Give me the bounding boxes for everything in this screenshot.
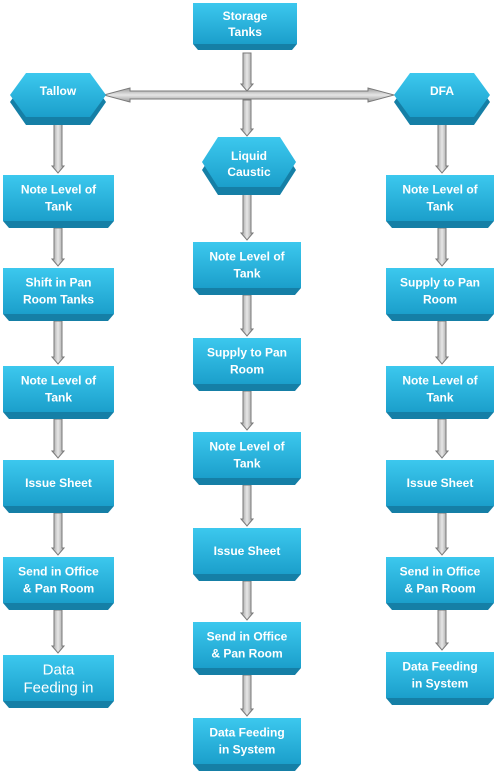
- dfa-step-1: Note Level of Tank: [386, 175, 494, 228]
- dfa-step-5: Send in Office & Pan Room: [386, 557, 494, 610]
- dfa-step-3-label-1: Note Level of: [402, 374, 478, 388]
- liquid-caustic-step-3-label-2: Tank: [233, 457, 260, 471]
- tallow-arrow-2: [50, 320, 66, 365]
- dfa-arrow-2: [434, 320, 450, 365]
- dfa-step-2-label-2: Room: [423, 293, 457, 307]
- tallow-step-6-label-2: Feeding in: [23, 679, 93, 696]
- liquid-caustic-step-1-label-1: Note Level of: [209, 250, 285, 264]
- tallow-step-4: Issue Sheet: [3, 460, 114, 513]
- storage-tanks-label-1: Storage: [223, 9, 268, 23]
- tallow-arrow-5: [50, 609, 66, 654]
- liquid-caustic-arrow-1: [239, 294, 255, 337]
- liquid-caustic-arrow-2: [239, 390, 255, 431]
- liquid-caustic-step-3: Note Level of Tank: [193, 432, 301, 485]
- tallow-step-5-label-1: Send in Office: [18, 565, 99, 579]
- dfa-step-1-label-1: Note Level of: [402, 183, 478, 197]
- liquid-caustic-label-1: Liquid: [231, 149, 267, 163]
- tallow-step-3-label-2: Tank: [45, 391, 72, 405]
- tallow-step-3-label-1: Note Level of: [21, 374, 97, 388]
- tallow-step-6-label-1: Data: [43, 661, 75, 678]
- dfa-step-5-label-2: & Pan Room: [404, 582, 475, 596]
- dfa-step-3-label-2: Tank: [426, 391, 453, 405]
- liquid-caustic-step-2-label-2: Room: [230, 363, 264, 377]
- dfa-step-3: Note Level of Tank: [386, 366, 494, 419]
- branch-to-liquid-caustic-arrow: [239, 99, 255, 137]
- liquid-caustic-step-5: Send in Office & Pan Room: [193, 622, 301, 675]
- storage-to-branch-arrow: [239, 52, 255, 92]
- dfa-step-6-label-2: in System: [412, 677, 469, 691]
- tallow-arrow-3: [50, 418, 66, 459]
- liquid-caustic-step-6-label-2: in System: [219, 743, 276, 757]
- tallow-step-1-label-1: Note Level of: [21, 183, 97, 197]
- dfa-step-2-label-1: Supply to Pan: [400, 276, 480, 290]
- liquid-caustic-arrow-3: [239, 484, 255, 527]
- dfa-header-label: DFA: [430, 84, 454, 98]
- liquid-caustic-step-4-label-1: Issue Sheet: [214, 544, 281, 558]
- tallow-step-2-label-1: Shift in Pan: [26, 276, 92, 290]
- arrows-layer: [50, 52, 450, 717]
- tallow-header-hexagon: Tallow: [10, 73, 106, 125]
- tallow-arrow-1: [50, 227, 66, 267]
- liquid-caustic-step-6-label-1: Data Feeding: [209, 726, 284, 740]
- tallow-header-label: Tallow: [40, 84, 77, 98]
- tallow-step-4-label-1: Issue Sheet: [25, 476, 92, 490]
- liquid-caustic-arrow-4: [239, 580, 255, 621]
- liquid-caustic-step-1-label-2: Tank: [233, 267, 260, 281]
- dfa-arrow-1: [434, 227, 450, 267]
- liquid-caustic-arrow-5: [239, 674, 255, 717]
- tallow-step-1-label-2: Tank: [45, 200, 72, 214]
- liquid-caustic-step-6: Data Feeding in System: [193, 718, 301, 771]
- dfa-arrow-3: [434, 418, 450, 459]
- storage-tanks-label-2: Tanks: [228, 25, 262, 39]
- dfa-arrow-5: [434, 609, 450, 651]
- tallow-step-3: Note Level of Tank: [3, 366, 114, 419]
- tallow-step-5: Send in Office & Pan Room: [3, 557, 114, 610]
- dfa-step-1-label-2: Tank: [426, 200, 453, 214]
- liquid-caustic-step-5-label-2: & Pan Room: [211, 647, 282, 661]
- tallow-arrow-4: [50, 512, 66, 556]
- dfa-arrow-0: [434, 123, 450, 174]
- dfa-step-4-label-1: Issue Sheet: [407, 476, 474, 490]
- tallow-step-1: Note Level of Tank: [3, 175, 114, 228]
- tallow-arrow-0: [50, 123, 66, 174]
- dfa-step-5-label-1: Send in Office: [400, 565, 481, 579]
- liquid-caustic-header-hexagon: Liquid Caustic: [202, 137, 296, 195]
- storage-tanks-box: Storage Tanks: [193, 3, 297, 50]
- liquid-caustic-step-5-label-1: Send in Office: [207, 630, 288, 644]
- dfa-step-6: Data Feeding in System: [386, 652, 494, 705]
- liquid-caustic-step-4: Issue Sheet: [193, 528, 301, 581]
- dfa-arrow-4: [434, 512, 450, 556]
- liquid-caustic-step-2-label-1: Supply to Pan: [207, 346, 287, 360]
- liquid-caustic-step-3-label-1: Note Level of: [209, 440, 285, 454]
- tallow-step-5-label-2: & Pan Room: [23, 582, 94, 596]
- liquid-caustic-label-2: Caustic: [227, 165, 271, 179]
- dfa-header-hexagon: DFA: [394, 73, 490, 125]
- tallow-step-2-label-2: Room Tanks: [23, 293, 94, 307]
- dfa-step-6-label-1: Data Feeding: [402, 660, 477, 674]
- liquid-caustic-arrow-0: [239, 193, 255, 241]
- dfa-step-4: Issue Sheet: [386, 460, 494, 513]
- liquid-caustic-step-1: Note Level of Tank: [193, 242, 301, 295]
